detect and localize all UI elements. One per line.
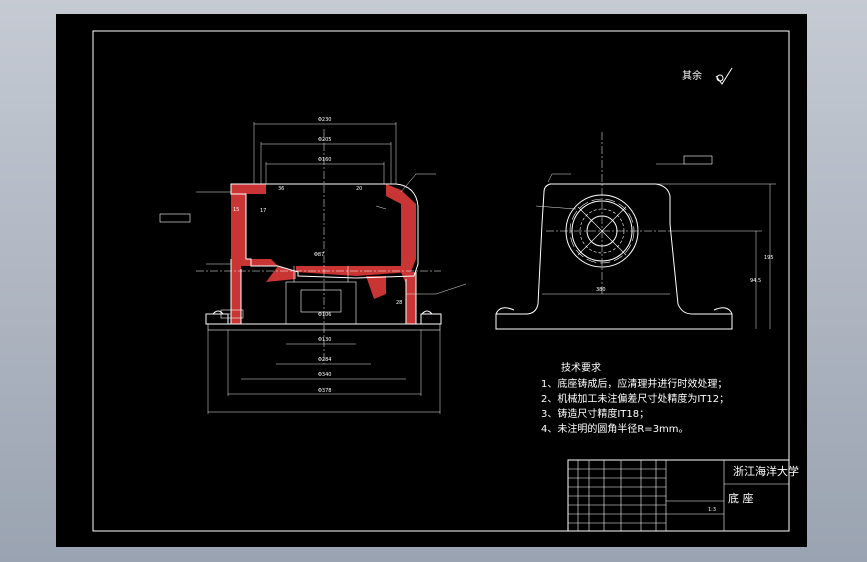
drawing-sheet: 其余	[56, 14, 807, 547]
dim-height-94: 94.5	[750, 278, 761, 284]
tech-req-4: 4、未注明的圆角半径R=3mm。	[541, 422, 689, 435]
dim-width-380: 380	[596, 287, 606, 293]
tech-req-1: 1、底座铸成后，应清理并进行时效处理；	[541, 377, 727, 390]
tech-requirements: 技术要求 1、底座铸成后，应清理并进行时效处理； 2、机械加工未注偏差尺寸处精度…	[541, 361, 729, 435]
dim-d160: Φ160	[318, 157, 331, 163]
dim-side-28: 28	[396, 300, 402, 306]
dim-d87: Φ87	[314, 252, 324, 258]
section-view: Φ230 Φ205 Φ160 Φ106 Φ130 Φ284 Φ340 Φ378 …	[159, 117, 713, 414]
title-block: 浙江海洋大学 底 座 1:3	[567, 459, 799, 532]
dim-d378: Φ378	[318, 388, 331, 394]
dim-height-195: 195	[764, 255, 774, 261]
surface-finish-note: 其余	[682, 67, 733, 85]
school-name: 浙江海洋大学	[733, 464, 799, 478]
tech-req-3: 3、铸造尺寸精度IT18；	[541, 407, 649, 420]
dim-d205: Φ205	[318, 137, 331, 143]
part-name: 底 座	[728, 491, 754, 505]
tech-req-title: 技术要求	[561, 361, 601, 374]
cad-drawing: 其余	[92, 30, 799, 532]
tech-req-2: 2、机械加工未注偏差尺寸处精度为IT12；	[541, 392, 729, 405]
surface-finish-label: 其余	[682, 69, 702, 82]
roughness-symbol	[715, 67, 733, 85]
dim-d284: Φ284	[318, 357, 331, 363]
dim-d130: Φ130	[318, 337, 331, 343]
dim-side-17: 17	[260, 208, 266, 214]
dim-side-20: 20	[356, 186, 362, 192]
end-view: 380 195 94.5	[495, 132, 776, 330]
dim-side-36: 36	[278, 186, 284, 192]
dim-d106: Φ106	[318, 312, 331, 318]
dim-d340: Φ340	[318, 372, 331, 378]
scale-value: 1:3	[708, 507, 716, 513]
dim-side-15: 15	[233, 207, 239, 213]
drawing-border	[92, 30, 790, 532]
dim-d230: Φ230	[318, 117, 331, 123]
